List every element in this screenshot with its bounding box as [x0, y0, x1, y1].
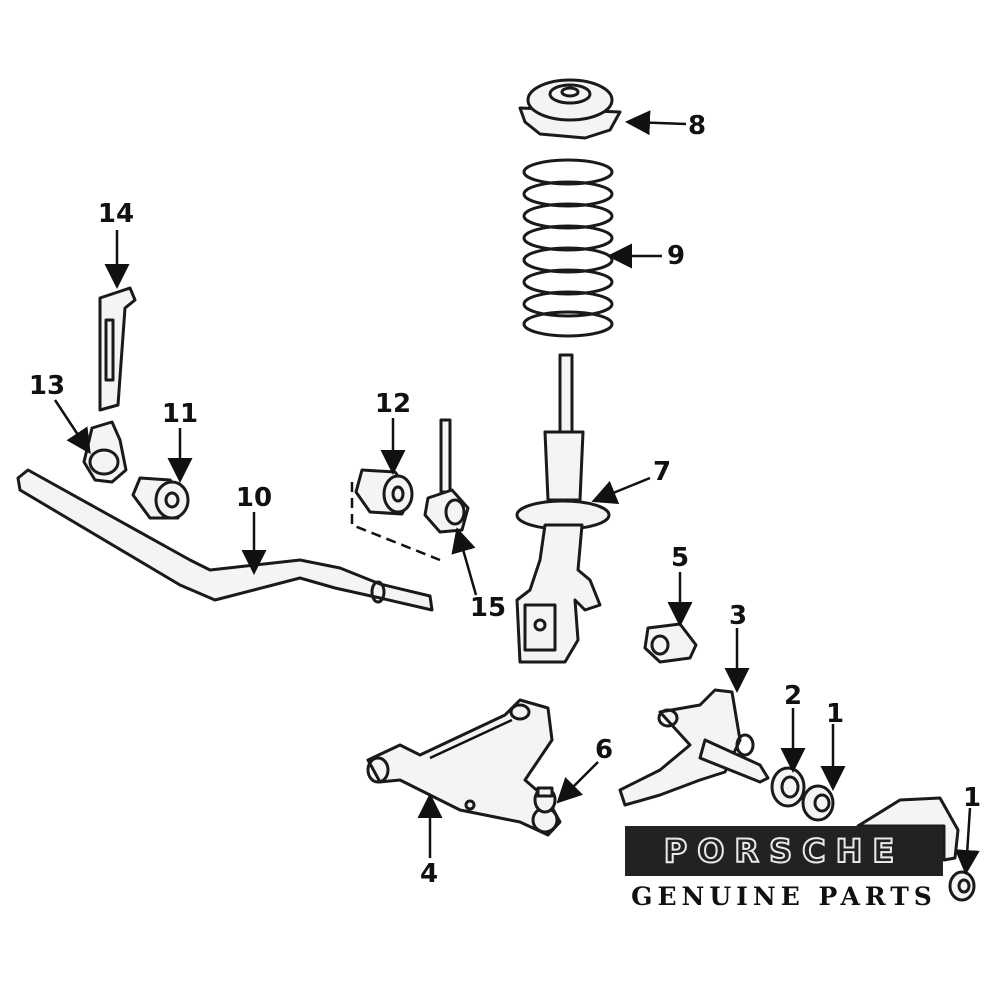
part-strut-mount [518, 78, 622, 140]
part-steering-knuckle [618, 688, 770, 807]
callout-13: 13 [29, 371, 65, 401]
callout-8: 8 [688, 111, 706, 141]
part-ball-joint [533, 786, 557, 814]
callout-10: 10 [236, 483, 272, 513]
logo-wordmark-bar: PORSCHE [625, 826, 943, 876]
logo-tagline: GENUINE PARTS [631, 882, 937, 911]
part-bearing [801, 784, 835, 822]
part-stabilizer-clamp [82, 420, 128, 484]
part-stabilizer-link [423, 418, 470, 534]
part-bushing-12 [350, 468, 441, 562]
callout-12: 12 [375, 389, 411, 419]
callout-2: 2 [784, 681, 802, 711]
porsche-genuine-parts-logo: PORSCHE GENUINE PARTS [625, 826, 943, 912]
part-bushing-11 [131, 476, 190, 520]
part-strut-assembly [515, 353, 611, 664]
part-bracket-5 [643, 622, 698, 664]
callout-14: 14 [98, 199, 134, 229]
callout-1-bearing: 1 [826, 699, 844, 729]
leader-lines [53, 110, 980, 875]
part-seal [770, 766, 806, 808]
callout-labels: 1 1 2 3 4 5 6 7 8 9 10 11 12 13 14 15 [29, 111, 981, 889]
part-stabilizer-bar [16, 468, 434, 612]
logo-brand-text: PORSCHE [663, 831, 905, 871]
part-hub [856, 796, 976, 902]
callout-15: 15 [470, 593, 506, 623]
callout-3: 3 [729, 601, 747, 631]
callout-9: 9 [667, 241, 685, 271]
part-bracket [98, 286, 137, 412]
callout-7: 7 [653, 457, 671, 487]
callout-1-hub: 1 [963, 783, 981, 813]
callout-4: 4 [420, 859, 438, 889]
part-coil-spring [522, 158, 614, 338]
callout-5: 5 [671, 543, 689, 573]
callout-6: 6 [595, 735, 613, 765]
part-lower-control-arm [366, 698, 562, 837]
callout-11: 11 [162, 399, 198, 429]
